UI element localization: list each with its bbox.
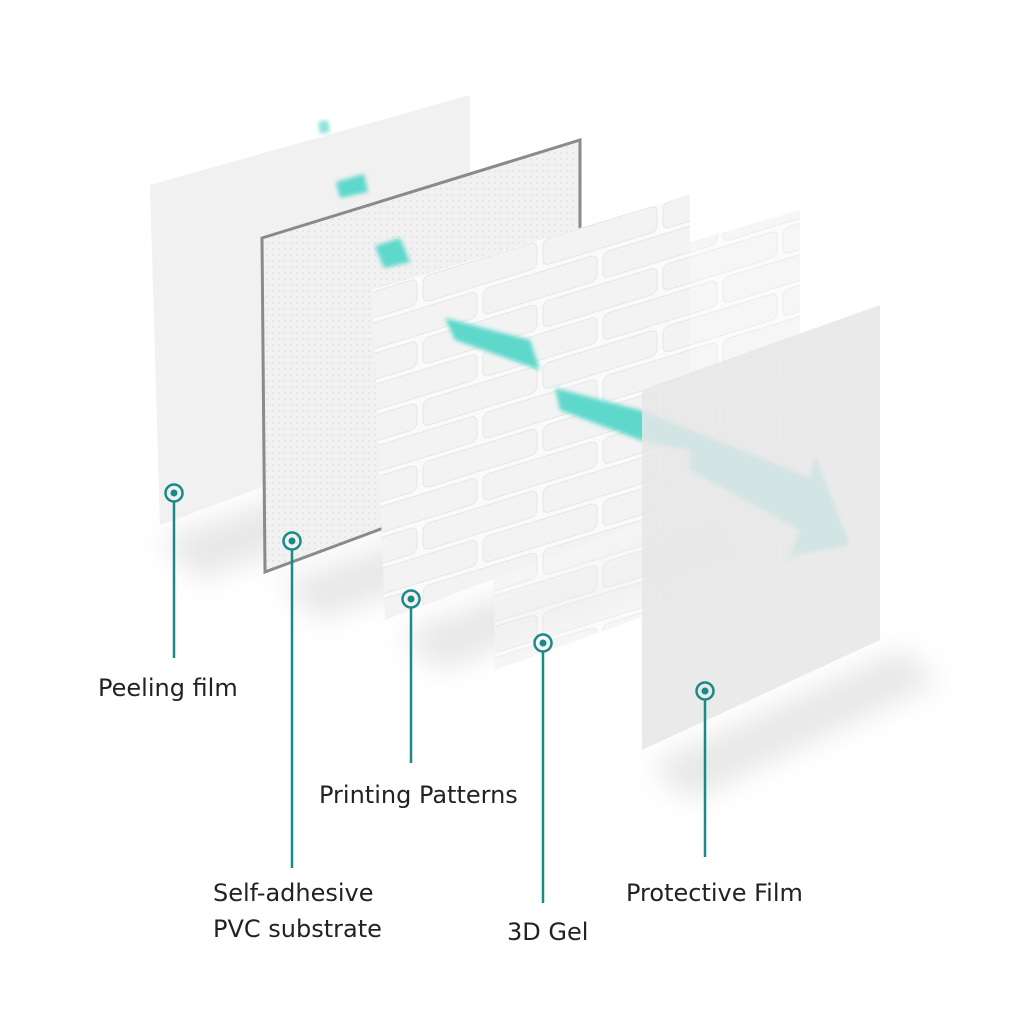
label-pvc-line2: PVC substrate — [213, 915, 382, 943]
protective-film-layer — [642, 305, 880, 750]
label-protective-film: Protective Film — [626, 879, 803, 907]
label-3d-gel: 3D Gel — [507, 918, 589, 946]
label-peeling-film: Peeling film — [98, 674, 238, 702]
callout-lines — [164, 483, 715, 903]
label-pvc-line1: Self-adhesive — [213, 879, 374, 907]
callout-dots — [170, 489, 709, 695]
label-printing-patterns: Printing Patterns — [319, 781, 518, 809]
